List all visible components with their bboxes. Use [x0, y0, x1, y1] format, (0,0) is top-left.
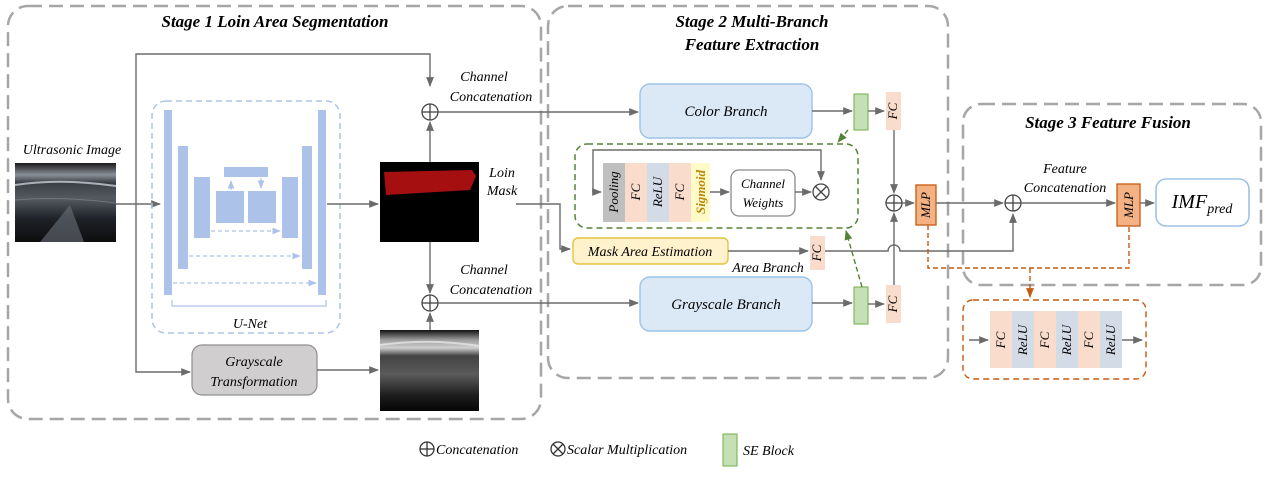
- se-layer-label: ReLU: [650, 175, 665, 208]
- mlp-layer-fc: [1034, 311, 1056, 368]
- se-layer-label: FC: [628, 183, 643, 201]
- mlp-layer-label: ReLU: [1015, 323, 1030, 356]
- se-detail-container: [574, 143, 859, 229]
- channel-weights-box: [730, 169, 796, 217]
- mlp-label-2: MLP: [1121, 192, 1136, 219]
- stage3-title: Stage 3 Feature Fusion: [1025, 113, 1191, 132]
- unet-block: [151, 100, 341, 334]
- channel-concat-top-line2: Concatenation: [450, 90, 532, 105]
- area-branch-label: Area Branch: [731, 261, 803, 276]
- se-layer-label: FC: [672, 183, 687, 201]
- area-fc-label: FC: [809, 244, 824, 262]
- se-link-top: [837, 129, 849, 143]
- stage1-title: Stage 1 Loin Area Segmentation: [161, 12, 388, 31]
- se-layer-label: Sigmoid: [693, 169, 708, 214]
- se-block-top: [853, 93, 869, 131]
- grayscale-transform-line1: Grayscale: [225, 355, 283, 370]
- mlp-layer-label: ReLU: [1059, 323, 1074, 356]
- legend-se-swatch: [722, 433, 738, 467]
- se-block-bottom: [853, 286, 869, 325]
- channel-weights-line2: Weights: [743, 195, 784, 210]
- mlp-block-1: [915, 184, 937, 226]
- branch-concat-node: [885, 194, 903, 212]
- input-image-label: Ultrasonic Image: [23, 143, 121, 158]
- legend-scalar-multiplication: Scalar Multiplication: [567, 443, 687, 458]
- mlp-layer-relu: [1100, 311, 1122, 368]
- output-label: IMFpred: [1171, 191, 1234, 217]
- legend-concatenation: Concatenation: [436, 443, 518, 458]
- fc-block-bottom: [886, 285, 901, 323]
- concat-node-bottom: [421, 294, 439, 312]
- feature-concat-line2: Concatenation: [1024, 181, 1106, 196]
- se-relu-layer: [647, 163, 669, 222]
- grayscale-branch-box: [639, 276, 813, 332]
- output-box: [1155, 178, 1250, 227]
- se-link-bottom: [844, 230, 863, 288]
- stage3-container: [961, 102, 1263, 287]
- channel-concat-bottom-line2: Concatenation: [450, 283, 532, 298]
- output-main: IMF: [1171, 191, 1208, 213]
- feature-concat-node: [1004, 194, 1022, 212]
- se-layer-label: Pooling: [606, 171, 621, 214]
- mlp-layer-relu: [1012, 311, 1034, 368]
- loin-mask-image: [380, 162, 479, 242]
- mlp-label-1: MLP: [918, 192, 933, 219]
- feature-concat-line1: Feature: [1042, 162, 1087, 177]
- se-sigmoid-layer: [691, 163, 710, 222]
- arrow-image-to-top-concat: [135, 53, 434, 204]
- grayscale-transform-line2: Transformation: [210, 375, 297, 390]
- mlp-layer-label: FC: [1037, 331, 1052, 349]
- stage1-container: [6, 4, 543, 421]
- fc-top-label: FC: [885, 102, 900, 120]
- unet-label: U-Net: [233, 317, 268, 332]
- arrow-area-to-feature-concat: [825, 213, 1017, 252]
- area-fc-block: [810, 236, 825, 270]
- scalar-multiplication-node: [812, 183, 830, 201]
- arrow-se-skip: [592, 149, 825, 192]
- fc-block-top: [886, 92, 901, 130]
- output-sub: pred: [1206, 202, 1233, 217]
- legend-concat-icon: [419, 441, 435, 457]
- mlp-block-2: [1116, 183, 1141, 227]
- grayscale-image: [379, 330, 480, 411]
- arrow-image-to-grayscale: [135, 204, 191, 376]
- se-pooling-layer: [603, 163, 625, 222]
- stage2-title-line1: Stage 2 Multi-Branch: [675, 12, 828, 31]
- stage2-title-line2: Feature Extraction: [684, 35, 820, 54]
- mlp-layer-label: FC: [993, 331, 1008, 349]
- arrow-mask-to-area-estimation: [516, 203, 571, 253]
- legend-multiplication-icon: [550, 441, 566, 457]
- fc-bottom-label: FC: [885, 295, 900, 313]
- stage2-container: [546, 4, 950, 380]
- mask-label-line1: Loin: [488, 166, 515, 181]
- mlp-layer-fc: [1078, 311, 1100, 368]
- ultrasonic-image: [14, 163, 117, 242]
- se-fc2-layer: [669, 163, 691, 222]
- mlp-layer-label: FC: [1081, 331, 1096, 349]
- mlp-layer-label: ReLU: [1103, 323, 1118, 356]
- channel-concat-top-line1: Channel: [460, 70, 508, 85]
- channel-concat-bottom-line1: Channel: [460, 263, 508, 278]
- color-branch-label: Color Branch: [685, 104, 768, 120]
- concat-node-top: [421, 103, 439, 121]
- mlp-detail-container: [962, 299, 1147, 380]
- mlp-detail-link: [927, 225, 1130, 269]
- se-fc1-layer: [625, 163, 647, 222]
- mlp-layer-fc: [990, 311, 1012, 368]
- channel-weights-line1: Channel: [741, 176, 785, 191]
- mlp-layer-relu: [1056, 311, 1078, 368]
- grayscale-branch-label: Grayscale Branch: [671, 297, 781, 313]
- mask-label-line2: Mask: [486, 184, 518, 199]
- mask-area-estimation-label: Mask Area Estimation: [587, 245, 712, 260]
- legend-se-block: SE Block: [743, 444, 795, 459]
